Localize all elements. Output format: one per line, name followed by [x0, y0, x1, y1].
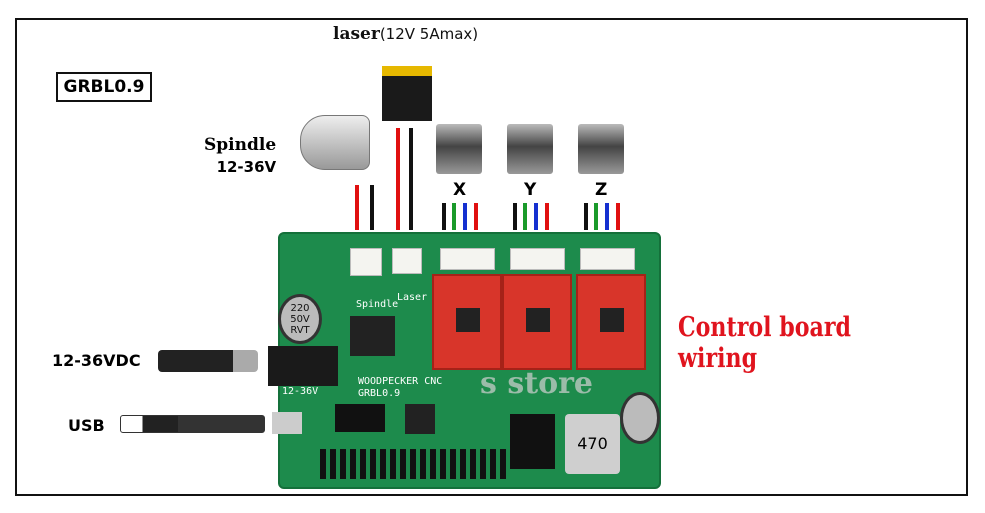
axis-y-label: Y: [524, 180, 537, 200]
laser-title: laser(12V 5Amax): [333, 24, 479, 44]
spindle-connector-label: Spindle: [356, 299, 399, 310]
usb-cable-icon: [120, 415, 265, 433]
board-voltage: 12-36V: [282, 386, 319, 397]
capacitor: 220 50V RVT: [278, 294, 322, 344]
stepper-z-icon: [578, 124, 624, 174]
driver-x: [432, 274, 502, 370]
watermark: s store: [480, 366, 593, 401]
laser-module-icon: [382, 66, 432, 121]
diagram-frame: [15, 18, 968, 496]
axis-x-label: X: [453, 180, 467, 200]
laser-connector-label: Laser: [397, 292, 428, 303]
board-version: GRBL0.9: [358, 388, 401, 399]
usb-label: USB: [68, 416, 105, 435]
stepper-x-icon: [436, 124, 482, 174]
spindle-motor-icon: [300, 115, 370, 170]
power-label: 12-36VDC: [52, 351, 141, 370]
driver-y: [502, 274, 572, 370]
control-board: Laser Spindle 220 50V RVT 12-36V WOODPEC…: [268, 232, 661, 489]
firmware-label: GRBL0.9: [56, 72, 152, 102]
axis-z-label: Z: [595, 180, 608, 200]
inductor: 470: [565, 414, 620, 474]
stepper-y-icon: [507, 124, 553, 174]
capacitor-2: [620, 392, 660, 444]
heading: Control board wiring: [678, 312, 852, 374]
board-brand: WOODPECKER CNC: [358, 376, 443, 387]
driver-z: [576, 274, 646, 370]
dc-plug-icon: [158, 350, 258, 372]
